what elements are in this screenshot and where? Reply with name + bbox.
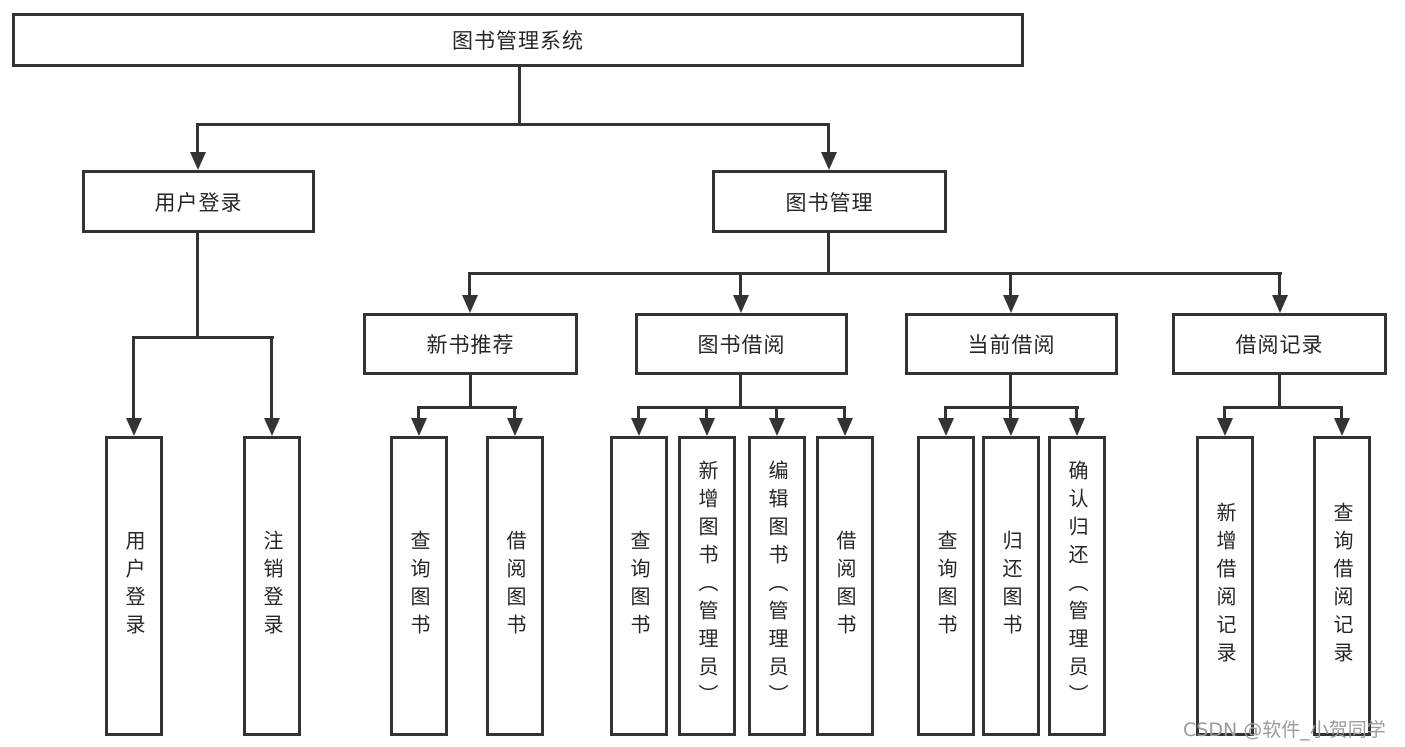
leaf-logout: 注销登录 (243, 436, 301, 736)
arrow-to-leaf-user-login (126, 418, 142, 436)
connector-shaft (944, 408, 947, 422)
connector-shaft (637, 408, 640, 422)
leaf-query-books-3: 查询图书 (917, 436, 975, 736)
connector-shaft (417, 408, 420, 422)
connector-book-borrow-shaft (739, 274, 742, 300)
connector-new-book-children-horizontal (417, 406, 517, 409)
arrow-to-book-management (821, 152, 837, 170)
arrow-to-borrow-records (1272, 295, 1288, 313)
connector-borrow-records-shaft (1278, 274, 1281, 300)
node-user-login: 用户登录 (82, 170, 315, 233)
arrow-to-leaf-borrow-books-1 (507, 418, 523, 436)
leaf-return-books: 归还图书 (982, 436, 1040, 736)
connector-shaft (1009, 408, 1012, 422)
arrow-to-book-borrow (733, 295, 749, 313)
connector-level2-horizontal (196, 123, 830, 126)
connector-level3-horizontal (468, 272, 1282, 275)
connector-shaft (705, 408, 708, 422)
connector-shaft (843, 408, 846, 422)
node-book-management: 图书管理 (712, 170, 947, 233)
connector-shaft (775, 408, 778, 422)
leaf-borrow-books-1: 借阅图书 (486, 436, 544, 736)
connector-book-borrow-children-horizontal (637, 406, 846, 409)
leaf-query-borrow-record: 查询借阅记录 (1313, 436, 1371, 736)
connector-current-borrow-children-horizontal (944, 406, 1079, 409)
leaf-confirm-return-admin: 确认归还（管理员） (1048, 436, 1106, 736)
connector-shaft (1075, 408, 1078, 422)
connector-borrow-records-children-horizontal (1223, 406, 1343, 409)
arrow-to-leaf-query-books-1 (411, 418, 427, 436)
connector-book-management-stub (827, 231, 830, 275)
connector-root-stub (518, 66, 521, 126)
arrow-to-leaf-edit-books (769, 418, 785, 436)
arrow-to-leaf-confirm-return (1069, 418, 1085, 436)
connector-user-login-stub (196, 231, 199, 339)
leaf-query-books-2: 查询图书 (610, 436, 668, 736)
connector-borrow-records-stub (1278, 373, 1281, 409)
node-book-borrow: 图书借阅 (635, 313, 848, 375)
connector-user-login-children-horizontal (132, 336, 274, 339)
connector-leaf-logout-shaft (270, 337, 273, 423)
csdn-watermark: CSDN @软件_小贺同学 (1183, 719, 1386, 741)
connector-current-borrow-stub (1009, 373, 1012, 409)
node-borrow-records: 借阅记录 (1172, 313, 1387, 375)
connector-book-borrow-stub (739, 373, 742, 409)
leaf-query-books-1: 查询图书 (390, 436, 448, 736)
leaf-borrow-books-2: 借阅图书 (816, 436, 874, 736)
connector-shaft (513, 408, 516, 422)
connector-user-login-shaft (196, 124, 199, 158)
arrow-to-leaf-query-books-2 (631, 418, 647, 436)
arrow-to-leaf-return-books (1003, 418, 1019, 436)
connector-current-borrow-shaft (1009, 274, 1012, 300)
node-root-library-system: 图书管理系统 (12, 13, 1024, 67)
arrow-to-leaf-query-books-3 (938, 418, 954, 436)
leaf-user-login: 用户登录 (105, 436, 163, 736)
arrow-to-current-borrow (1003, 295, 1019, 313)
node-current-borrow: 当前借阅 (905, 313, 1118, 375)
connector-book-management-shaft (827, 124, 830, 158)
leaf-add-books-admin: 新增图书（管理员） (678, 436, 736, 736)
node-new-book-recommend: 新书推荐 (363, 313, 578, 375)
arrow-to-user-login (190, 152, 206, 170)
leaf-edit-books-admin: 编辑图书（管理员） (748, 436, 806, 736)
arrow-to-new-book-recommend (462, 295, 478, 313)
arrow-to-leaf-query-borrow-record (1334, 418, 1350, 436)
arrow-to-leaf-logout (264, 418, 280, 436)
leaf-add-borrow-record: 新增借阅记录 (1196, 436, 1254, 736)
arrow-to-leaf-add-borrow-record (1217, 418, 1233, 436)
arrow-to-leaf-borrow-books-2 (837, 418, 853, 436)
connector-new-book-stub (469, 373, 472, 409)
connector-shaft (1223, 408, 1226, 422)
connector-new-book-shaft (468, 274, 471, 300)
connector-shaft (1340, 408, 1343, 422)
connector-leaf-user-login-shaft (132, 337, 135, 423)
arrow-to-leaf-add-books (699, 418, 715, 436)
